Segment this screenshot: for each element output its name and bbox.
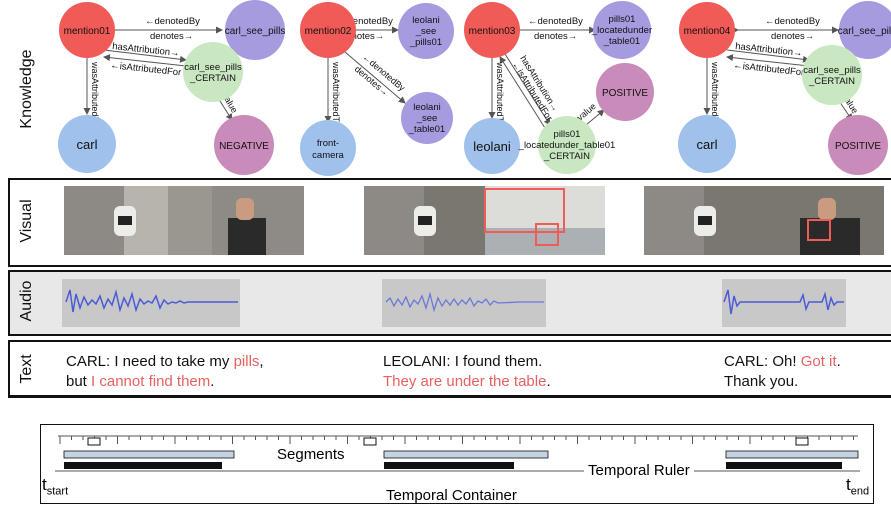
temporal-container xyxy=(40,424,874,504)
t-end-label: tend xyxy=(846,475,870,498)
edge-denotedby-2: ←denotedBy xyxy=(338,16,393,27)
edge-denotes-2: denotes→ xyxy=(341,31,384,42)
segment-solid-3 xyxy=(726,462,842,469)
target-label-1: carl_see_pills xyxy=(225,26,286,37)
waveform-3 xyxy=(723,289,844,315)
row-label-text: Text xyxy=(18,354,35,384)
t-start-label: tstart xyxy=(42,475,69,498)
temporal-ruler-label: Temporal Ruler xyxy=(584,462,694,479)
value-label-3: POSITIVE xyxy=(602,88,648,99)
attribution-label-4: carl_see_pills_CERTAIN xyxy=(803,65,861,87)
visual-band xyxy=(8,178,891,267)
segment-solid-2 xyxy=(384,462,514,469)
knowledge-graphs: ←denotedBy denotes→ hasAttribution→ ←isA… xyxy=(58,0,891,176)
edge-isattributedfor-1: ←isAttributedFor xyxy=(110,60,182,78)
mention-label-1: mention01 xyxy=(64,26,111,37)
waveform-2 xyxy=(385,291,544,313)
mention-node-4 xyxy=(679,2,735,58)
value-node-3 xyxy=(596,63,654,121)
segment-marker-3 xyxy=(795,437,809,446)
segment-bar-1 xyxy=(63,450,235,459)
source-label-4: carl xyxy=(697,137,718,152)
attribution-node-4 xyxy=(802,45,862,105)
edge-hasattribution-4: hasAttribution→ xyxy=(735,41,803,59)
value-node-1 xyxy=(214,115,274,175)
mention-node-3 xyxy=(464,2,520,58)
target-node-3 xyxy=(593,1,651,59)
video-frames-3 xyxy=(644,186,884,255)
utterance-1: CARL: I need to take my pills, but I can… xyxy=(66,353,264,390)
visual-frames xyxy=(64,186,884,255)
graph-2: ←denotedBy denotes→ ←denotedBy denotes→ … xyxy=(300,2,454,176)
attribution-label-2: leolani_see_table01 xyxy=(408,102,445,135)
segment-marker-2 xyxy=(363,437,377,446)
edge-denotes-4: denotes→ xyxy=(771,31,814,42)
edge-denotedby-3: ←denotedBy xyxy=(528,16,583,27)
video-frames-2 xyxy=(364,186,605,255)
edge-isattributedfor-4: ←isAttributedFor xyxy=(733,60,805,78)
mention-node-1 xyxy=(59,2,115,58)
value-node-4 xyxy=(828,115,888,175)
temporal-ruler xyxy=(55,435,860,472)
edge-wasattributedto-4: wasAttributedTo xyxy=(710,61,720,126)
mention-label-3: mention03 xyxy=(469,26,516,37)
mention-label-4: mention04 xyxy=(684,26,731,37)
graph-1: ←denotedBy denotes→ hasAttribution→ ←isA… xyxy=(58,0,285,175)
utterance-3: CARL: Oh! Got it. Thank you. xyxy=(724,353,841,390)
target-node-1 xyxy=(225,0,285,60)
segment-solid-1 xyxy=(64,462,222,469)
edge-hasattribution-1: hasAttribution→ xyxy=(112,41,180,59)
attribution-node-2 xyxy=(401,92,453,144)
source-label-3: leolani xyxy=(473,139,511,154)
attribution-node-1 xyxy=(183,42,243,102)
text-band xyxy=(8,340,891,398)
source-node-1 xyxy=(58,115,116,173)
mention-label-2: mention02 xyxy=(305,26,352,37)
edge-wasattributedto-2: wasAttributedTo xyxy=(331,61,341,126)
temporal-container-label: Temporal Container xyxy=(386,487,517,504)
audio-panel-2 xyxy=(382,279,546,327)
source-node-2 xyxy=(300,120,356,176)
graph-4: ←denotedBy denotes→ hasAttribution→ ←isA… xyxy=(678,1,891,175)
value-label-1: NEGATIVE xyxy=(219,141,269,152)
segments-label: Segments xyxy=(274,446,348,463)
target-label-2: leolani_see_pills01 xyxy=(409,15,442,48)
attribution-label-1: carl_see_pills_CERTAIN xyxy=(184,62,242,84)
edge-denotes-1: denotes→ xyxy=(150,31,193,42)
graph-3: ←denotedBy denotes→ hasAttribution→ ←isA… xyxy=(464,1,654,174)
target-label-3: pills01_locatedunder_table01 xyxy=(591,14,652,47)
source-label-2: front-camera xyxy=(312,138,344,161)
edge-denotedby-1: ←denotedBy xyxy=(145,16,200,27)
segment-bar-2 xyxy=(383,450,549,459)
mention-node-2 xyxy=(300,2,356,58)
value-label-4: POSITIVE xyxy=(835,141,881,152)
segment-marker-1 xyxy=(87,437,101,446)
audio-panel-3 xyxy=(722,279,846,327)
source-label-1: carl xyxy=(77,137,98,152)
edge-wasattributedto-3: wasAttributedTo xyxy=(495,61,505,126)
target-label-4: carl_see_pills xyxy=(838,26,891,37)
segment-bar-3 xyxy=(725,450,859,459)
attribution-node-3 xyxy=(538,116,596,174)
source-node-4 xyxy=(678,115,736,173)
target-node-2 xyxy=(398,3,454,59)
waveform-1 xyxy=(65,289,238,313)
target-node-4 xyxy=(839,1,891,59)
video-frames-1 xyxy=(64,186,304,255)
attribution-label-3: pills01_locatedunder_table01_CERTAIN xyxy=(518,129,616,162)
edge-wasattributedto-1: wasAttributedTo xyxy=(90,61,100,126)
edge-denotedby-4: ←denotedBy xyxy=(765,16,820,27)
audio-waveforms xyxy=(62,279,846,327)
utterance-2: LEOLANI: I found them. They are under th… xyxy=(383,353,551,390)
source-node-3 xyxy=(464,118,520,174)
edge-denotes-3: denotes→ xyxy=(534,31,577,42)
